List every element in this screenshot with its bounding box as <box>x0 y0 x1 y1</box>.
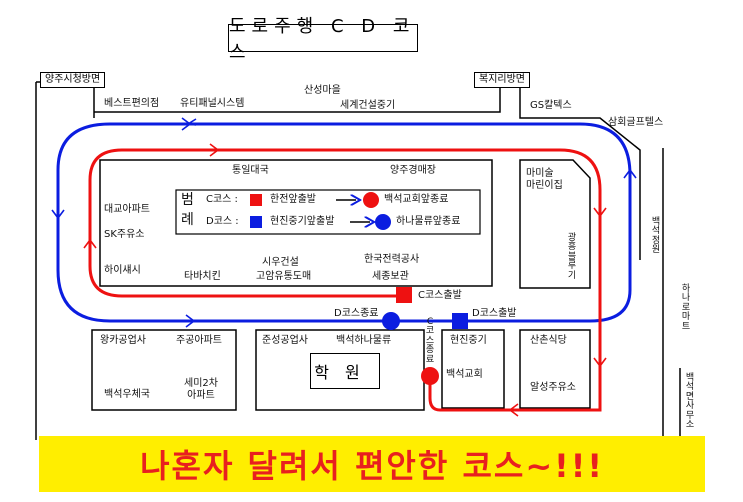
baekseok-office-label: 백석면사무소 <box>685 373 695 431</box>
yangju-lighting-label: 양주경매장 <box>390 165 436 176</box>
legend-c-end: 백석교회앞종료 <box>384 194 449 205</box>
world-construction-label: 세계건설중기 <box>340 100 396 111</box>
junseong-industry-label: 준성공업사 <box>262 335 308 346</box>
jugong-apt-label: 주공아파트 <box>176 335 222 346</box>
convenience-store-label: 베스트편의점 <box>104 98 160 109</box>
baekseok-post-label: 백석우체국 <box>104 389 150 400</box>
c-course-route <box>88 148 602 412</box>
c-end-label: C코스종료 <box>425 317 435 365</box>
d-start-marker <box>452 313 468 329</box>
utility-system-label: 유티패널시스템 <box>180 98 245 109</box>
samhoe-glass-label: 삼회글프텔스 <box>608 117 664 128</box>
maemisul-house-label: 마미술 마린이집 <box>526 168 563 191</box>
d-course-arrows <box>51 117 637 328</box>
legend-side-char-2: 례 <box>181 212 194 228</box>
gs-caltex-label: GS칼텍스 <box>530 100 572 111</box>
legend-d-start: 현진중기앞출발 <box>270 216 335 227</box>
sanseong-village-label: 산성마을 <box>304 85 341 96</box>
haimashi-label: 하이섀시 <box>104 265 141 276</box>
legend-d-end: 하나물류앞종료 <box>396 216 461 227</box>
dongil-truck-label: 통일대국 <box>232 165 269 176</box>
sanchon-restaurant-label: 산촌식당 <box>530 335 567 346</box>
korea-electric-label: 한국전력공사 <box>364 254 420 265</box>
legend-side-char-1: 범 <box>181 192 194 208</box>
sejong-hall-label: 세종보관 <box>372 271 409 282</box>
siwoo-construction-label: 시우건설 <box>262 257 299 268</box>
hanaro-mart-label: 하나로마트 <box>681 284 691 332</box>
baekseok-church-label: 백석교회 <box>446 369 483 380</box>
d-course-route <box>56 122 632 323</box>
baekseok-gym-label: 백석정원 <box>651 217 661 256</box>
d-end-marker <box>382 312 400 330</box>
legend-d-course-label: D코스 : <box>206 216 239 227</box>
sk-gas-label: SK주유소 <box>104 229 145 240</box>
page-title: 도로주행 C D 코스 <box>228 16 418 63</box>
daegyo-apt-label: 대교아파트 <box>104 204 150 215</box>
hyunjin-heavy-label: 현진중기 <box>450 335 487 346</box>
academy-label: 학원 <box>310 353 380 389</box>
legend-box <box>175 189 481 235</box>
d-end-label: D코스종료 <box>334 308 379 319</box>
intersection-right-label: 복지리방면 <box>474 72 530 88</box>
promo-banner: 나혼자 달려서 편안한 코스~!!! <box>39 436 705 492</box>
gwangbuk-hall-label: 광흥블루기 <box>567 233 577 281</box>
baekseok-hana-label: 백석하나물류 <box>336 335 392 346</box>
semi2-apt-label: 세미2차 아파트 <box>184 378 218 401</box>
c-end-marker <box>421 367 439 385</box>
legend-c-course-label: C코스 : <box>206 194 238 205</box>
intersection-left-label: 양주시청방면 <box>40 72 106 88</box>
c-course-arrows <box>83 143 607 417</box>
wangka-industry-label: 왕카공업사 <box>100 335 146 346</box>
c-start-marker <box>396 287 412 303</box>
banner-text: 나혼자 달려서 편안한 코스~!!! <box>140 447 604 485</box>
road-lines <box>35 81 681 440</box>
tabaggas-chicken-label: 타바치킨 <box>184 271 221 282</box>
legend-c-start: 한전앞출발 <box>270 194 316 205</box>
goam-distribution-label: 고암유통도매 <box>256 271 312 282</box>
alseong-gas-label: 알성주유소 <box>530 382 576 393</box>
c-start-label: C코스출발 <box>418 290 462 301</box>
d-start-label: D코스출발 <box>472 308 517 319</box>
